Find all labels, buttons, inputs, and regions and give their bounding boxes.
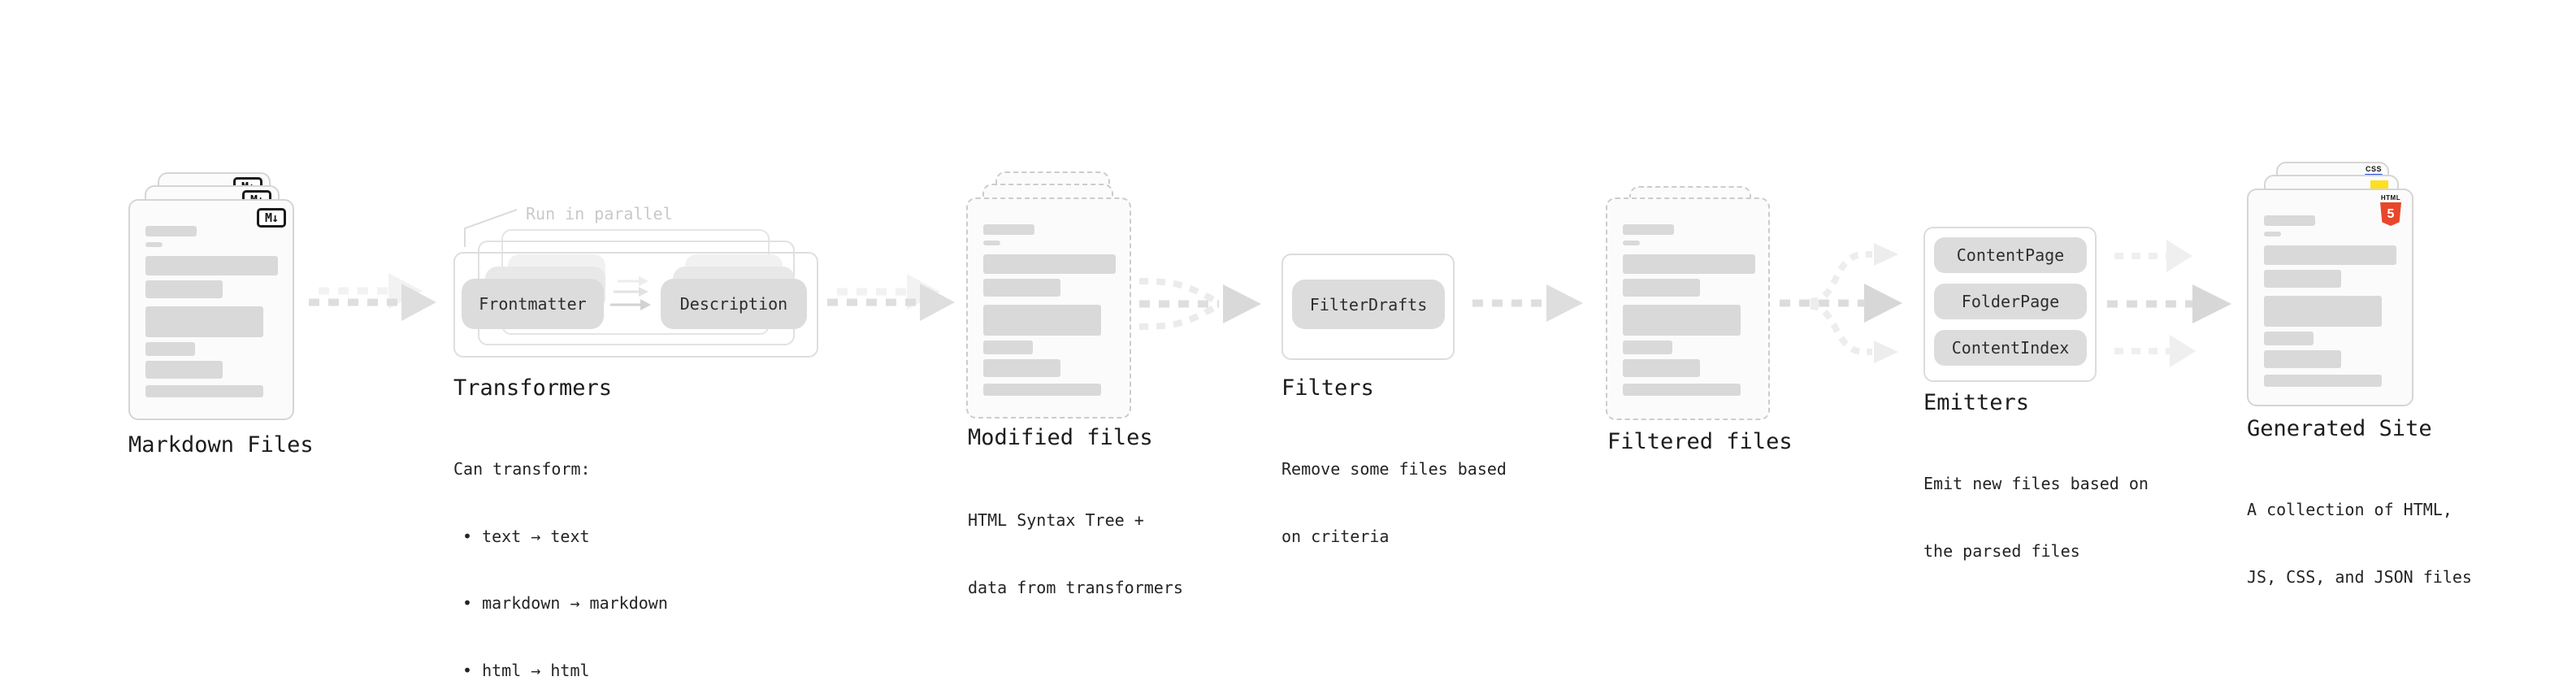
doc-line — [983, 254, 1116, 274]
doc-line — [2264, 332, 2314, 345]
modified-files-title: Modified files — [968, 425, 1153, 450]
doc-line — [1623, 305, 1741, 336]
markdown-files-title: Markdown Files — [128, 432, 314, 458]
contentindex-pill: ContentIndex — [1934, 330, 2087, 366]
arrow-modified-to-filters-merge — [1138, 278, 1261, 330]
transform-bullet: • html → html — [462, 660, 590, 680]
transformer-box-front — [453, 252, 818, 358]
document-content-lines — [1623, 224, 1755, 396]
doc-line — [983, 305, 1101, 336]
doc-line — [1623, 384, 1741, 396]
filtered-file-card-front — [1606, 197, 1770, 420]
markdown-icon: M↓ — [257, 208, 286, 228]
transform-bullet: • markdown → markdown — [462, 593, 668, 613]
doc-line — [983, 224, 1034, 235]
emitters-description: Emit new files based on the parsed files — [1923, 428, 2149, 607]
filters-title: Filters — [1281, 375, 1374, 401]
filters-description: Remove some files based on criteria — [1281, 414, 1507, 592]
arrow-emitters-to-site — [2107, 240, 2231, 367]
doc-line — [145, 256, 278, 275]
arrow-markdown-to-transformers — [309, 273, 436, 321]
filterdrafts-pill: FilterDrafts — [1292, 280, 1445, 329]
doc-line — [1623, 224, 1674, 235]
desc-line: Emit new files based on — [1923, 474, 2149, 493]
doc-line — [2264, 245, 2396, 265]
document-content-lines — [145, 226, 278, 397]
html5-icon: HTML 5 — [2379, 194, 2402, 226]
folderpage-pill: FolderPage — [1934, 284, 2087, 319]
filtered-files-title: Filtered files — [1607, 429, 1793, 454]
parallel-note: Run in parallel — [526, 204, 673, 223]
desc-line: data from transformers — [968, 577, 1183, 597]
html5-word: HTML — [2380, 194, 2401, 202]
site-html-file-card: HTML 5 — [2247, 189, 2413, 406]
transformers-desc-heading: Can transform: — [453, 459, 591, 479]
generated-site-title: Generated Site — [2247, 416, 2432, 441]
desc-line: A collection of HTML, — [2247, 500, 2452, 519]
doc-line — [2264, 350, 2341, 368]
doc-line — [2264, 232, 2281, 236]
doc-line — [145, 306, 263, 337]
html5-shield: 5 — [2380, 202, 2401, 226]
desc-line: on criteria — [1281, 526, 1390, 546]
doc-line — [2264, 270, 2341, 288]
doc-line — [983, 384, 1101, 396]
doc-line — [145, 280, 223, 298]
doc-line — [983, 241, 1000, 245]
transformers-description: Can transform: • text → text • markdown … — [453, 414, 668, 681]
arrow-transformers-to-modified — [827, 274, 955, 321]
modified-file-card-front — [966, 197, 1131, 419]
transform-bullet: • text → text — [462, 526, 590, 546]
description-pill: Description — [661, 279, 807, 329]
doc-line — [145, 342, 195, 356]
doc-line — [1623, 254, 1755, 274]
doc-line — [2264, 296, 2382, 327]
arrow-filtered-to-emitters-split — [1780, 243, 1902, 363]
doc-line — [2264, 215, 2315, 226]
doc-line — [1623, 359, 1700, 377]
document-content-lines — [2264, 215, 2396, 387]
doc-line — [145, 385, 263, 397]
desc-line: Remove some files based — [1281, 459, 1507, 479]
contentpage-pill: ContentPage — [1934, 237, 2087, 273]
arrow-filters-to-filtered — [1472, 284, 1583, 322]
doc-line — [1623, 279, 1700, 297]
desc-line: JS, CSS, and JSON files — [2247, 566, 2472, 587]
modified-files-description: HTML Syntax Tree + data from transformer… — [968, 465, 1183, 644]
desc-line: HTML Syntax Tree + — [968, 510, 1144, 530]
doc-line — [145, 226, 197, 236]
doc-line — [1623, 241, 1640, 245]
doc-line — [983, 359, 1060, 377]
js-icon — [2370, 180, 2388, 191]
html5-number: 5 — [2387, 206, 2395, 221]
desc-line: the parsed files — [1923, 540, 2080, 561]
transformers-title: Transformers — [453, 375, 613, 401]
doc-line — [983, 279, 1060, 297]
doc-line — [145, 242, 163, 247]
doc-line — [2264, 375, 2382, 387]
document-content-lines — [983, 224, 1116, 396]
doc-line — [145, 361, 223, 379]
generated-site-description: A collection of HTML, JS, CSS, and JSON … — [2247, 454, 2472, 633]
emitters-title: Emitters — [1923, 390, 2030, 415]
markdown-file-card-front: M↓ — [128, 199, 294, 420]
doc-line — [1623, 340, 1672, 354]
frontmatter-pill: Frontmatter — [462, 279, 604, 329]
css-label: CSS — [2365, 165, 2382, 173]
doc-line — [983, 340, 1033, 354]
